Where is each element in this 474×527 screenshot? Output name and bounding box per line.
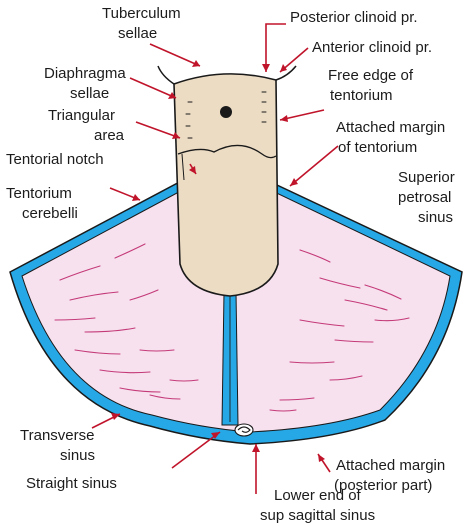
label-attached-margin-line1: Attached margin — [336, 119, 445, 136]
anterior-clinoid-right — [275, 65, 297, 81]
label-tentorium-cerebelli-line2: cerebelli — [22, 205, 78, 222]
label-lower-end-line2: sup sagittal sinus — [260, 507, 375, 524]
label-attached-posterior-line2: (posterior part) — [334, 477, 432, 494]
label-triangular-area-line1: Triangular — [48, 107, 115, 124]
label-attached-posterior-line1: Attached margin — [336, 457, 445, 474]
label-straight-sinus: Straight sinus — [26, 475, 117, 492]
anterior-clinoid-left — [157, 65, 175, 85]
label-transverse-sinus-line1: Transverse — [20, 427, 94, 444]
label-superior-petrosal-line3: sinus — [418, 209, 453, 226]
diaphragma-hatch — [185, 91, 267, 139]
sagittal-sinus-end — [234, 423, 254, 437]
label-tuberculum-sellae-line1: Tuberculum — [102, 5, 181, 22]
tentorium-hatching — [54, 243, 410, 412]
label-posterior-clinoid: Posterior clinoid pr. — [290, 9, 418, 26]
label-tentorial-notch: Tentorial notch — [6, 151, 104, 168]
label-tuberculum-sellae-line2: sellae — [118, 25, 157, 42]
label-attached-margin-line2: of tentorium — [338, 139, 417, 156]
label-triangular-area-line2: area — [94, 127, 125, 144]
tentorial-notch-line — [177, 144, 277, 159]
triangular-area-edge-left — [181, 153, 185, 181]
diaphragma-opening — [220, 106, 232, 118]
label-transverse-sinus-line2: sinus — [60, 447, 95, 464]
label-superior-petrosal-line2: petrosal — [398, 189, 451, 206]
label-superior-petrosal-line1: Superior — [398, 169, 455, 186]
leader-lines — [91, 23, 339, 494]
label-tentorium-cerebelli-line1: Tentorium — [6, 185, 72, 202]
label-anterior-clinoid: Anterior clinoid pr. — [312, 39, 432, 56]
label-diaphragma-sellae-line1: Diaphragma — [44, 65, 126, 82]
label-free-edge-line2: tentorium — [330, 87, 393, 104]
sella-region-shape — [173, 73, 279, 297]
label-diaphragma-sellae-line2: sellae — [70, 85, 109, 102]
label-free-edge-line1: Free edge of — [328, 67, 414, 84]
label-lower-end-line1: Lower end of — [274, 487, 362, 504]
